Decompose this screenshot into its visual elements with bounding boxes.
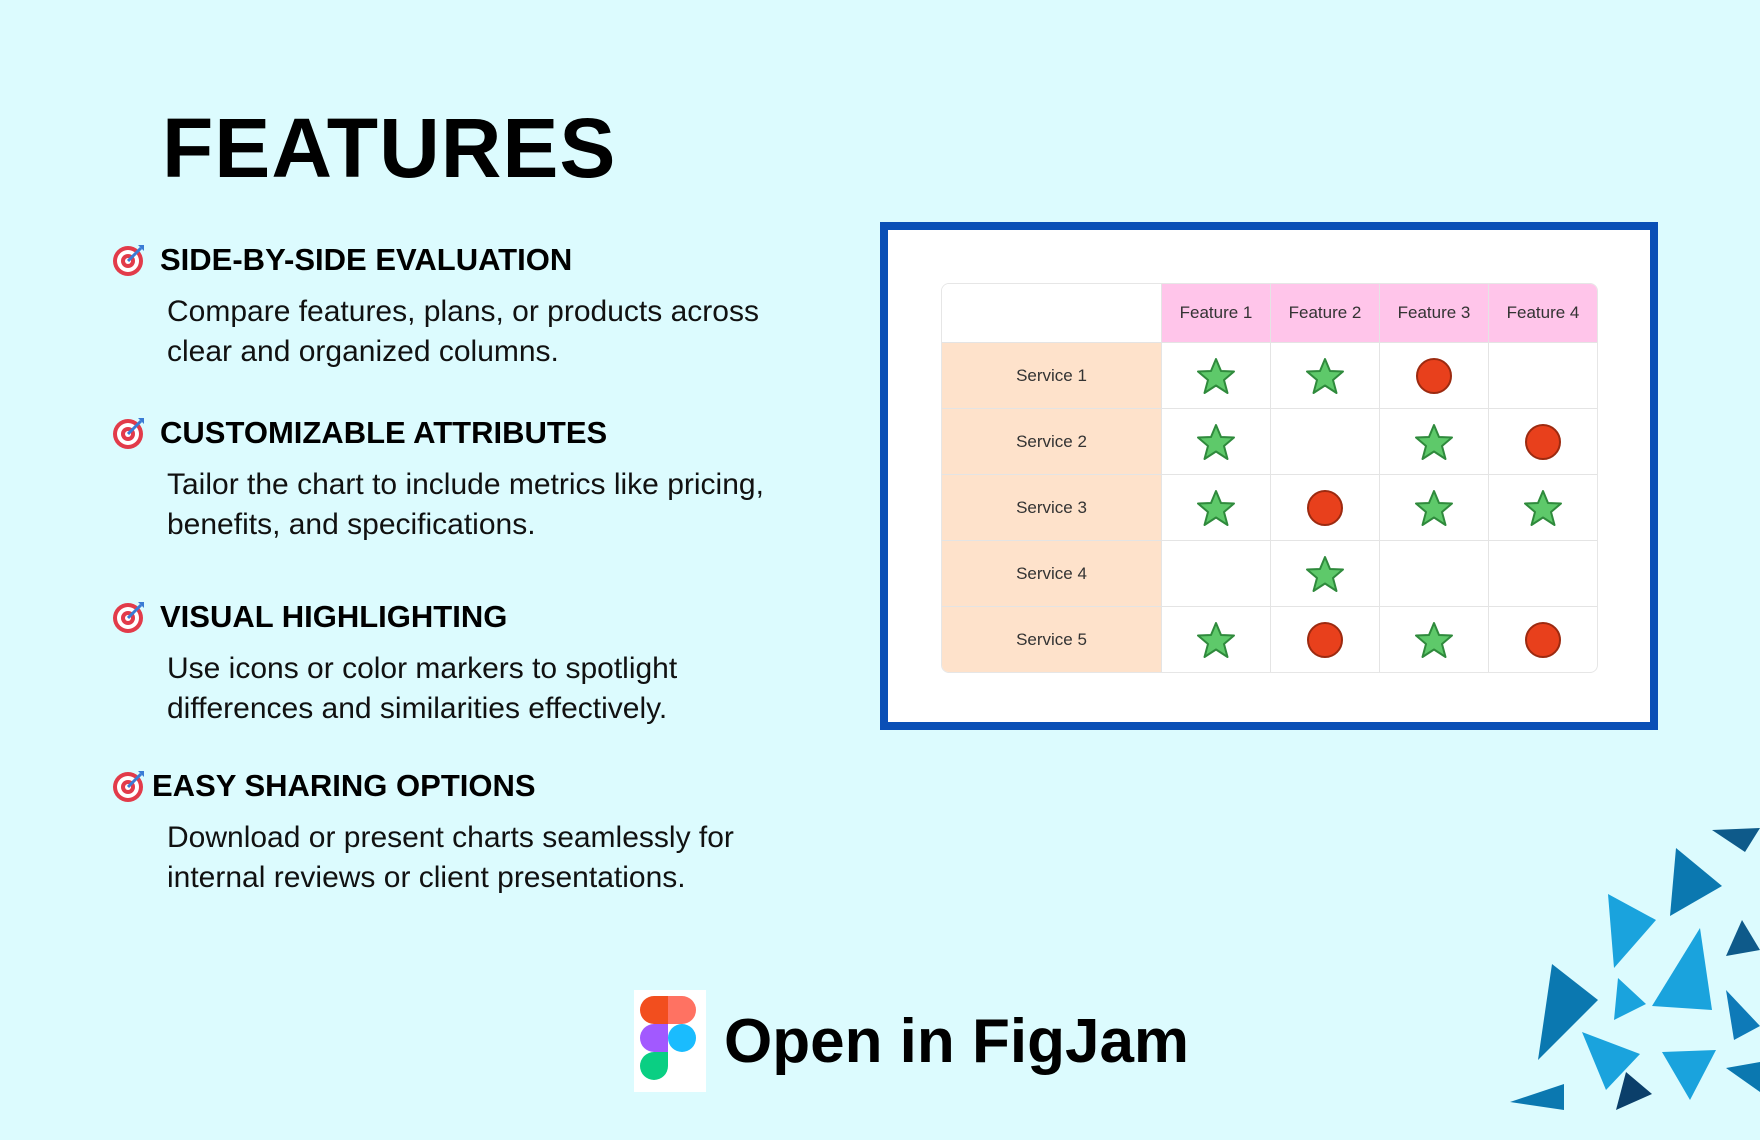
matrix-cell [1271,343,1380,409]
decorative-triangles [1510,828,1760,1110]
figma-logo-icon [634,990,706,1092]
matrix-cell [1162,409,1271,475]
feature-heading: SIDE-BY-SIDE EVALUATION [160,242,573,277]
feature-description: Compare features, plans, or products acr… [167,292,847,372]
matrix-preview-frame: Feature 1 Feature 2 Feature 3 Feature 4 … [880,222,1658,730]
star-marker-icon [1197,621,1235,658]
target-icon [113,602,144,633]
matrix-cell [1162,343,1271,409]
feature-description: Use icons or color markers to spotlight … [167,649,847,729]
matrix-cell [1489,343,1597,409]
comparison-matrix: Feature 1 Feature 2 Feature 3 Feature 4 … [941,283,1598,673]
desc-line: differences and similarities effectively… [167,692,668,725]
feature-heading: EASY SHARING OPTIONS [152,768,536,803]
matrix-cell [1271,607,1380,672]
star-marker-icon [1197,489,1235,526]
desc-line: Use icons or color markers to spotlight [167,652,678,685]
row-header: Service 1 [942,343,1162,409]
desc-line: clear and organized columns. [167,335,559,368]
star-marker-icon [1415,621,1453,658]
circle-marker-icon [1416,357,1452,394]
matrix-row: Service 2 [942,409,1597,475]
matrix-cell [1162,607,1271,672]
row-header: Service 5 [942,607,1162,672]
column-header: Feature 1 [1162,284,1271,343]
star-marker-icon [1524,489,1562,526]
star-marker-icon [1415,489,1453,526]
matrix-header-row: Feature 1 Feature 2 Feature 3 Feature 4 [942,284,1597,343]
desc-line: internal reviews or client presentations… [167,861,686,894]
star-marker-icon [1197,423,1235,460]
matrix-row: Service 4 [942,541,1597,607]
matrix-cell [1380,343,1489,409]
desc-line: Compare features, plans, or products acr… [167,295,759,328]
matrix-cell [1271,541,1380,607]
circle-marker-icon [1525,621,1561,658]
star-marker-icon [1197,357,1235,394]
star-marker-icon [1306,555,1344,592]
desc-line: benefits, and specifications. [167,508,536,541]
feature-description: Tailor the chart to include metrics like… [167,465,847,545]
feature-side-by-side: SIDE-BY-SIDE EVALUATION Compare features… [112,242,847,372]
star-marker-icon [1306,357,1344,394]
target-icon [113,418,144,449]
column-header: Feature 4 [1489,284,1597,343]
column-header: Feature 2 [1271,284,1380,343]
matrix-cell [1489,607,1597,672]
matrix-cell [1380,409,1489,475]
matrix-cell [1380,541,1489,607]
circle-marker-icon [1307,621,1343,658]
matrix-row: Service 1 [942,343,1597,409]
row-header: Service 4 [942,541,1162,607]
matrix-cell [1380,475,1489,541]
desc-line: Download or present charts seamlessly fo… [167,821,734,854]
open-in-figjam-button[interactable]: Open in FigJam [634,990,1189,1092]
matrix-cell [1489,475,1597,541]
matrix-cell [1162,541,1271,607]
feature-customizable: CUSTOMIZABLE ATTRIBUTES Tailor the chart… [112,415,847,545]
matrix-cell [1271,409,1380,475]
circle-marker-icon [1525,423,1561,460]
target-icon [113,245,144,276]
matrix-row: Service 3 [942,475,1597,541]
page-title: FEATURES [162,101,617,195]
row-header: Service 2 [942,409,1162,475]
matrix-cell [1271,475,1380,541]
matrix-cell [1380,607,1489,672]
row-header: Service 3 [942,475,1162,541]
matrix-row: Service 5 [942,607,1597,672]
target-icon [113,771,144,802]
matrix-corner-cell [942,284,1162,343]
matrix-cell [1489,409,1597,475]
feature-heading: CUSTOMIZABLE ATTRIBUTES [160,415,608,450]
column-header: Feature 3 [1380,284,1489,343]
star-marker-icon [1415,423,1453,460]
feature-visual-highlighting: VISUAL HIGHLIGHTING Use icons or color m… [112,599,847,729]
cta-label: Open in FigJam [724,1006,1190,1076]
matrix-cell [1489,541,1597,607]
feature-easy-sharing: EASY SHARING OPTIONS Download or present… [112,768,847,898]
feature-heading: VISUAL HIGHLIGHTING [160,599,508,634]
desc-line: Tailor the chart to include metrics like… [167,468,764,501]
circle-marker-icon [1307,489,1343,526]
matrix-cell [1162,475,1271,541]
feature-description: Download or present charts seamlessly fo… [167,818,847,898]
